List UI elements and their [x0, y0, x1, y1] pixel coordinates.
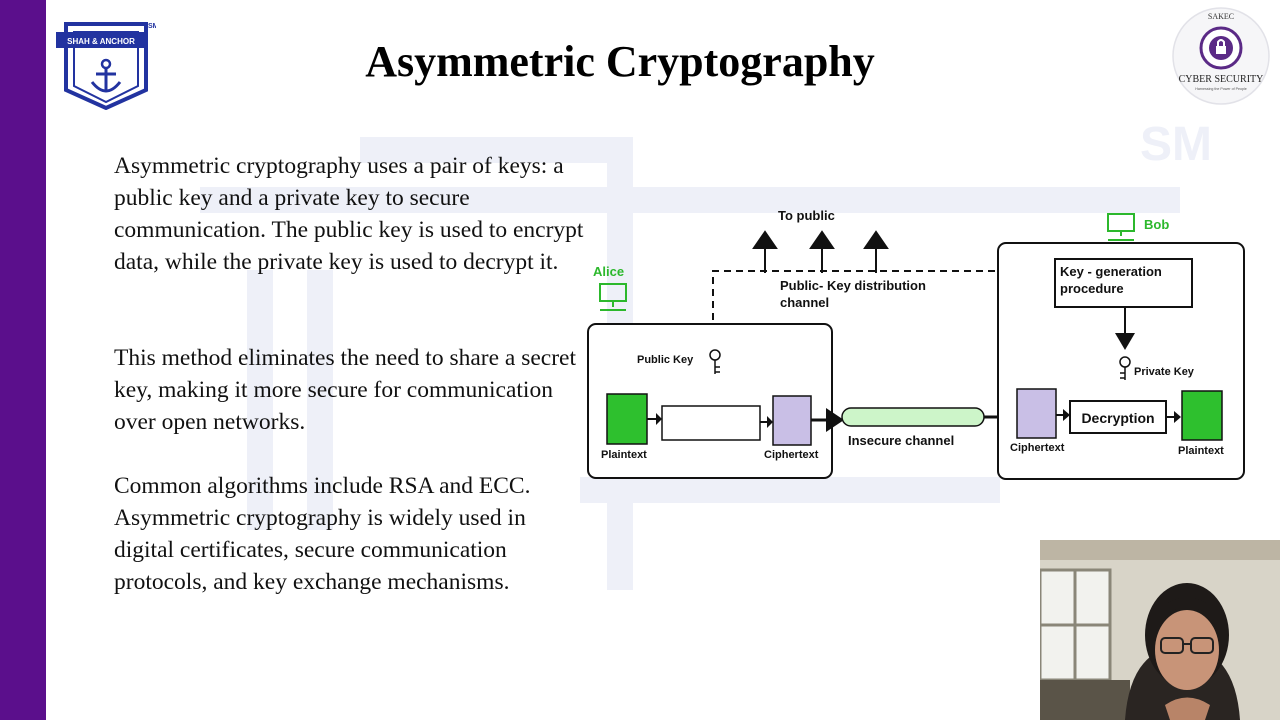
public-key-icon: [709, 349, 721, 374]
logo-left-mark: SM: [148, 23, 156, 30]
private-key-label: Private Key: [1134, 366, 1195, 378]
private-key-icon: [1119, 356, 1131, 380]
key-generation-label-1: Key - generation: [1060, 264, 1162, 279]
ciphertext-label-left: Ciphertext: [764, 449, 819, 461]
decryption-box: [1069, 400, 1167, 434]
bob-label: Bob: [1144, 217, 1169, 232]
key-generation-box: [1054, 258, 1193, 308]
insecure-channel-tube: [841, 407, 985, 427]
bob-computer-icon: [1107, 213, 1135, 241]
logo-right-top: SAKEC: [1208, 12, 1234, 21]
svg-text:SM: SM: [1140, 118, 1212, 171]
distribution-channel-label-2: channel: [780, 295, 829, 310]
sakec-cyber-security-logo: SAKEC CYBER SECURITY Harnessing the Powe…: [1172, 7, 1270, 105]
plaintext-label-right: Plaintext: [1178, 445, 1224, 457]
paragraph-intro: Asymmetric cryptography uses a pair of k…: [114, 153, 584, 275]
alice-label: Alice: [593, 264, 624, 279]
plaintext-block-left: [606, 393, 648, 445]
distribution-channel-line: [712, 270, 1055, 328]
asymmetric-crypto-diagram: Alice Bob To public Public- Key distribu…: [587, 208, 1245, 480]
ciphertext-label-right: Ciphertext: [1010, 442, 1065, 454]
key-generation-label-2: procedure: [1060, 281, 1124, 296]
distribution-channel-label-1: Public- Key distribution: [780, 278, 926, 293]
paragraph-benefit: This method eliminates the need to share…: [114, 345, 577, 435]
encryption-block: [661, 405, 761, 441]
logo-left-text: SHAH & ANCHOR: [67, 37, 135, 46]
presenter-webcam-video: [1040, 540, 1280, 720]
plaintext-label-left: Plaintext: [601, 449, 647, 461]
logo-right-tagline: Harnessing the Power of People: [1195, 87, 1247, 91]
to-public-label: To public: [778, 208, 835, 223]
alice-box: [587, 323, 833, 479]
private-key-arrow-head: [1115, 333, 1135, 350]
ciphertext-block-left: [772, 395, 812, 446]
public-key-label: Public Key: [637, 354, 694, 366]
decryption-label: Decryption: [1081, 410, 1154, 426]
alice-computer-icon: [599, 283, 627, 311]
paragraph-algorithms: Common algorithms include RSA and ECC. A…: [114, 473, 531, 595]
shah-anchor-logo: SHAH & ANCHOR SM: [56, 22, 156, 110]
plaintext-block-right: [1181, 390, 1223, 441]
slide-title: Asymmetric Cryptography: [365, 37, 875, 86]
to-public-arrows: [752, 230, 889, 273]
ciphertext-block-right: [1016, 388, 1057, 439]
left-sidebar-stripe: [0, 0, 46, 720]
logo-right-main: CYBER SECURITY: [1179, 74, 1264, 85]
insecure-channel-label: Insecure channel: [848, 433, 954, 448]
